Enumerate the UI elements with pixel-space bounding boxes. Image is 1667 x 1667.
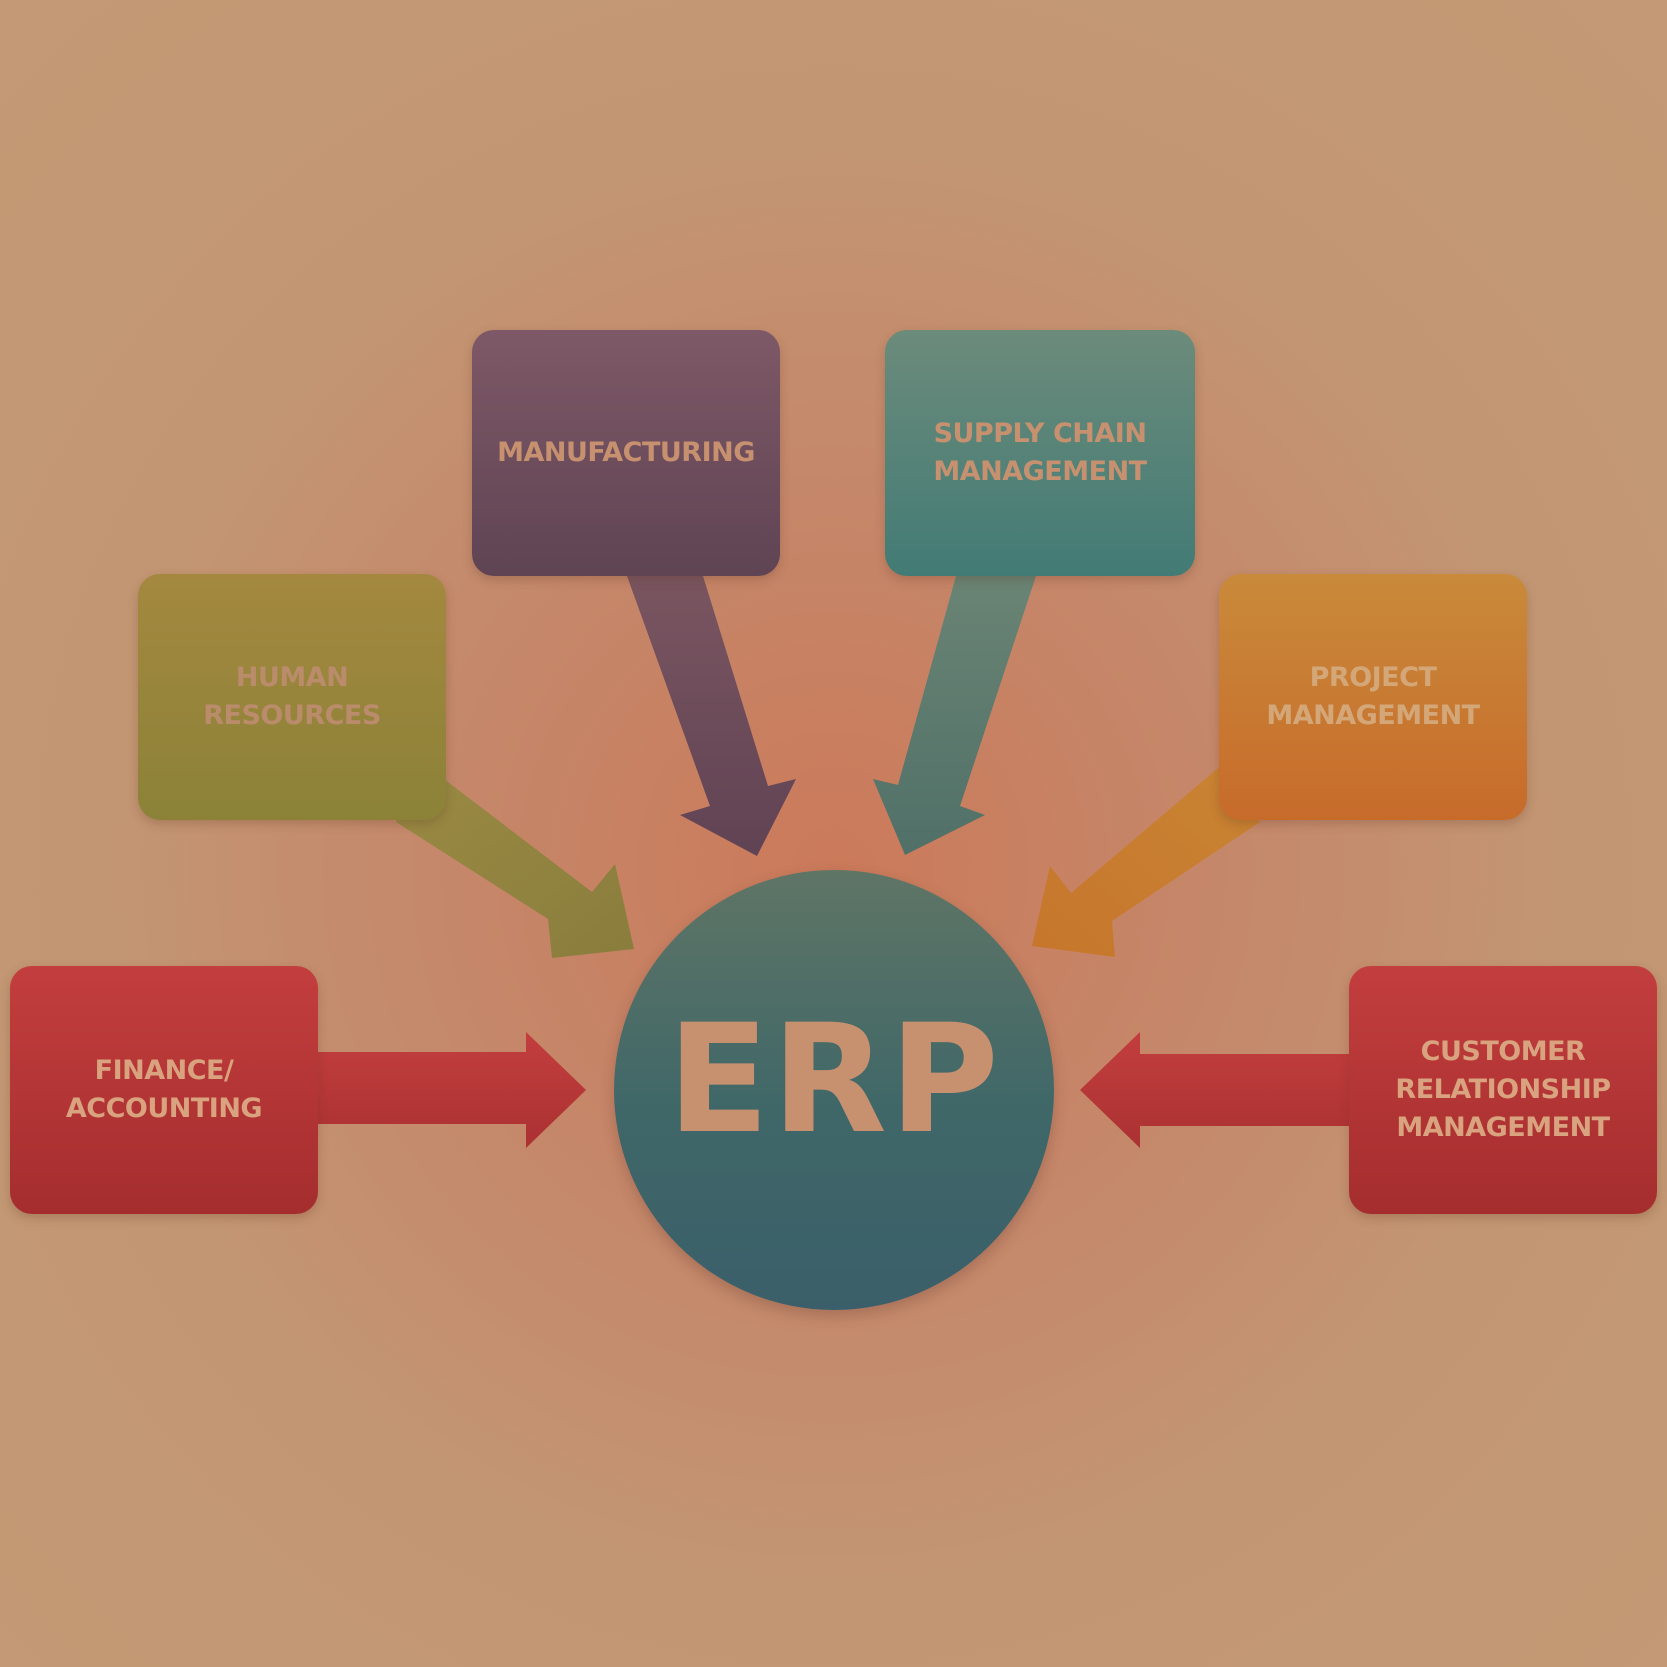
arrow-scm (873, 576, 1036, 855)
module-customer-relationship-management: CUSTOMER RELATIONSHIP MANAGEMENT (1349, 966, 1657, 1214)
module-supply-chain-management: SUPPLY CHAIN MANAGEMENT (885, 330, 1195, 576)
arrow-crm (1080, 1032, 1351, 1148)
module-manufacturing-label: MANUFACTURING (497, 437, 755, 468)
module-human-resources: HUMAN RESOURCES (138, 574, 446, 820)
module-manufacturing: MANUFACTURING (472, 330, 780, 576)
arrow-hr (396, 763, 634, 958)
module-hr-label: HUMAN RESOURCES (203, 662, 381, 731)
module-project-management: PROJECT MANAGEMENT (1219, 574, 1527, 820)
arrow-finance (316, 1032, 586, 1148)
erp-hub-label: ERP (667, 993, 1001, 1167)
module-scm-label: SUPPLY CHAIN MANAGEMENT (933, 418, 1147, 487)
arrow-pm (1032, 763, 1260, 957)
module-finance-accounting: FINANCE/ ACCOUNTING (10, 966, 318, 1214)
module-finance-label: FINANCE/ ACCOUNTING (65, 1055, 263, 1124)
erp-hub-circle: ERP (614, 870, 1054, 1310)
module-pm-label: PROJECT MANAGEMENT (1266, 662, 1480, 731)
module-crm-label: CUSTOMER RELATIONSHIP MANAGEMENT (1395, 1036, 1611, 1143)
arrow-mfg (627, 576, 796, 856)
